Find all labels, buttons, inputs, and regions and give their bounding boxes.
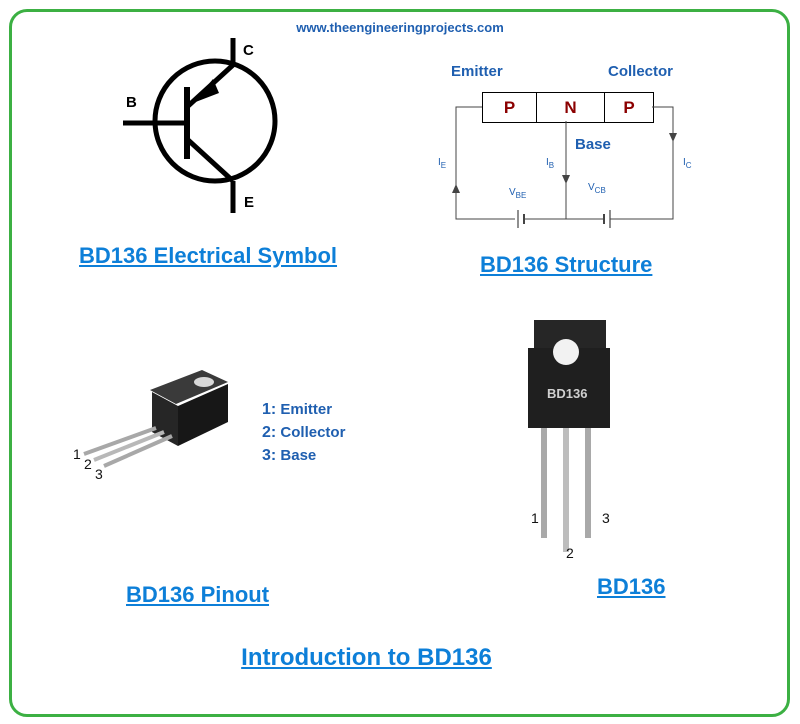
voltage-vcb-label: VCB bbox=[588, 182, 606, 195]
pin-item-emitter: 1: Emitter bbox=[262, 401, 333, 418]
pnp-transistor-symbol bbox=[123, 38, 278, 213]
bd136-pinout-image bbox=[83, 370, 228, 468]
layer-p-emitter: P bbox=[483, 93, 537, 122]
layer-p-collector: P bbox=[623, 97, 635, 117]
symbol-caption: BD136 Electrical Symbol bbox=[79, 243, 338, 268]
photo-leg-2: 2 bbox=[566, 545, 574, 561]
pin-list: 1: Emitter 2: Collector 3: Base bbox=[262, 398, 345, 467]
photo-leg-3: 3 bbox=[602, 510, 610, 526]
website-url: www.theengineeringprojects.com bbox=[296, 20, 504, 35]
photo-caption: BD136 bbox=[597, 574, 666, 599]
frame-border bbox=[9, 9, 790, 717]
pinout-leg-1: 1 bbox=[73, 446, 81, 462]
collector-label: Collector bbox=[608, 63, 674, 80]
pinout-leg-2: 2 bbox=[84, 456, 92, 472]
layer-n-base: N bbox=[537, 93, 605, 122]
current-ib-label: IB bbox=[546, 157, 555, 170]
bd136-marking: BD136 bbox=[547, 386, 588, 401]
terminal-b-label: B bbox=[126, 94, 137, 111]
pin-item-base: 3: Base bbox=[262, 447, 317, 464]
current-ie-label: IE bbox=[438, 157, 447, 170]
structure-caption: BD136 Structure bbox=[480, 252, 653, 277]
current-ic-label: IC bbox=[683, 157, 692, 170]
emitter-label: Emitter bbox=[451, 63, 503, 80]
photo-leg-1: 1 bbox=[531, 510, 539, 526]
terminal-c-label: C bbox=[243, 42, 254, 59]
bd136-photo bbox=[528, 320, 610, 552]
pinout-caption: BD136 Pinout bbox=[126, 582, 270, 607]
voltage-vbe-label: VBE bbox=[509, 187, 527, 200]
terminal-e-label: E bbox=[244, 194, 255, 211]
structure-circuit bbox=[452, 106, 677, 228]
pin-item-collector: 2: Collector bbox=[262, 424, 346, 441]
pinout-leg-3: 3 bbox=[95, 466, 103, 482]
page-title: Introduction to BD136 bbox=[241, 644, 492, 671]
base-label: Base bbox=[575, 136, 611, 153]
